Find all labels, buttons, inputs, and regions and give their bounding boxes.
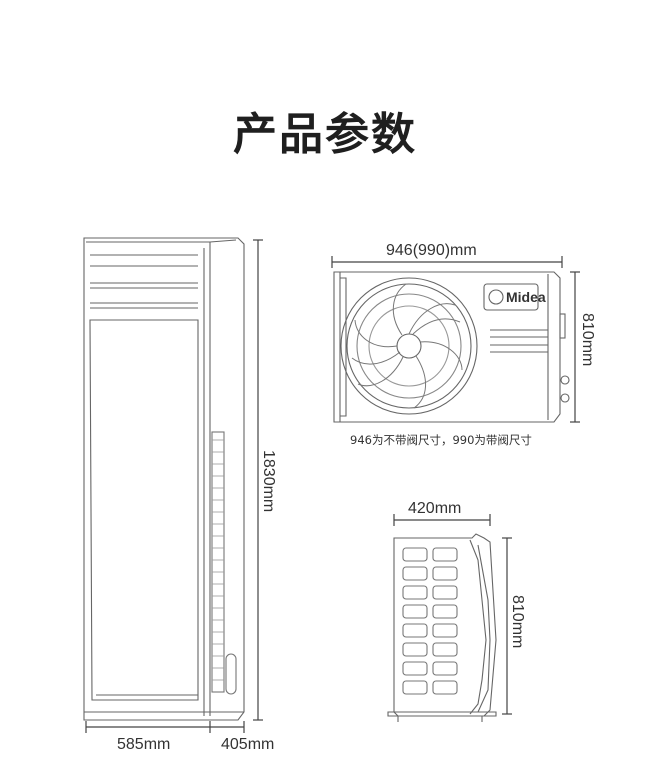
indoor-width-label: 585mm <box>117 736 170 753</box>
outdoor-front-width-label: 946(990)mm <box>386 242 477 259</box>
indoor-unit-drawing <box>83 237 245 721</box>
page-title: 产品参数 <box>233 109 417 160</box>
indoor-height-dimension <box>253 239 263 721</box>
outdoor-side-height-dimension <box>502 537 512 715</box>
outdoor-side-unit <box>387 533 497 722</box>
outdoor-side-depth-dimension <box>393 514 491 526</box>
outdoor-front-unit <box>333 271 570 423</box>
outdoor-side-height-label: 810mm <box>509 595 526 648</box>
valve-size-note: 946为不带阀尺寸，990为带阀尺寸 <box>350 433 532 447</box>
brand-logo-text: Midea <box>506 289 546 305</box>
indoor-width-dimension <box>85 721 245 733</box>
outdoor-front-width-dimension <box>331 256 563 268</box>
indoor-height-label: 1830mm <box>260 450 277 512</box>
indoor-depth-label: 405mm <box>221 736 274 753</box>
outdoor-front-height-label: 810mm <box>579 313 596 366</box>
outdoor-side-depth-label: 420mm <box>408 500 461 517</box>
outdoor-front-height-dimension <box>570 271 580 423</box>
